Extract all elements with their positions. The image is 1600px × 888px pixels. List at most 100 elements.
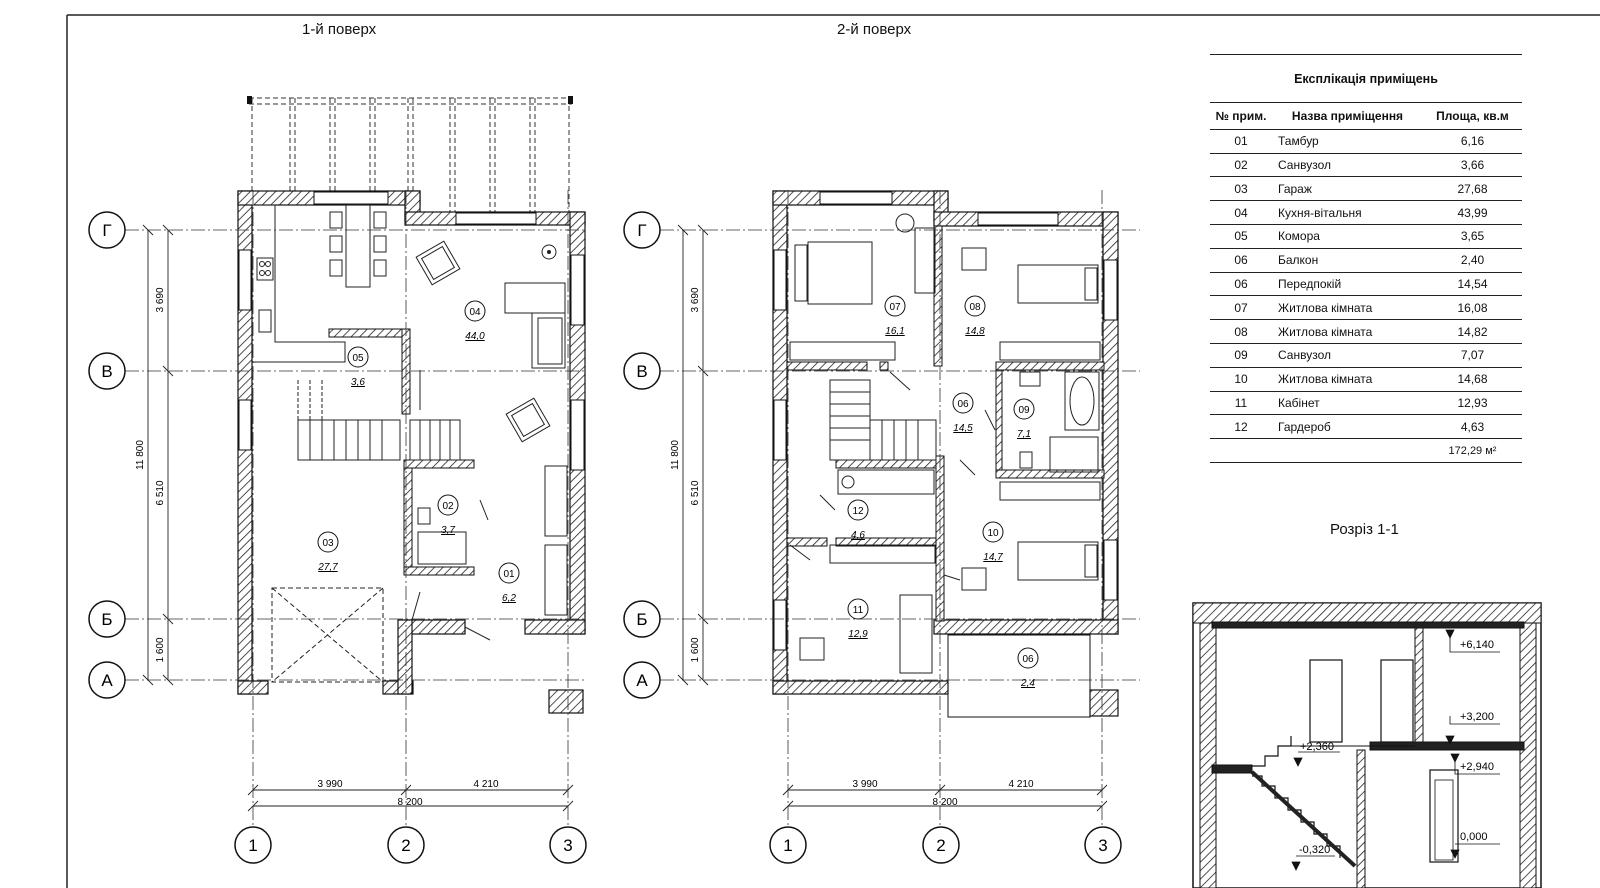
- axis-col-3-circle: [549, 826, 587, 864]
- explication-cell-name: Житлова кімната: [1272, 319, 1423, 344]
- room-number: 05: [352, 353, 364, 364]
- room-area: 12,9: [848, 629, 868, 640]
- room-number: 06: [957, 399, 969, 410]
- axis-col-2-circle: [387, 826, 425, 864]
- room-area: 4,6: [851, 530, 865, 541]
- axis-col-2: 2: [401, 836, 410, 855]
- room-area: 44,0: [465, 331, 485, 342]
- level-mark: +6,140: [1460, 639, 1494, 651]
- room-area: 14,7: [983, 552, 1003, 563]
- room-tag-circle: [964, 295, 986, 317]
- dim-vertical: 1 600: [155, 637, 166, 662]
- room-area: 16,1: [885, 326, 904, 337]
- room-number: 03: [322, 538, 334, 549]
- room-tag-circle: [847, 598, 869, 620]
- room-number: 12: [852, 506, 864, 517]
- explication-total-row: 172,29 м²: [1210, 438, 1522, 463]
- dim-horizontal: 4 210: [473, 779, 498, 790]
- level-mark: +3,200: [1460, 711, 1494, 723]
- axis-col-3: 3: [1098, 836, 1107, 855]
- explication-cell-area: 27,68: [1423, 176, 1522, 202]
- explication-cell-num: 06: [1210, 272, 1272, 297]
- explication-cell-num: 11: [1210, 391, 1272, 416]
- explication-cell-name: Балкон: [1272, 248, 1423, 273]
- explication-cell-area: 14,68: [1423, 367, 1522, 392]
- axis-col-1-circle: [769, 826, 807, 864]
- room-tag-circle: [1017, 647, 1039, 669]
- explication-cell-area: 7,07: [1423, 343, 1522, 368]
- explication-cell-name: Передпокій: [1272, 272, 1423, 297]
- floor1-plan: [125, 96, 586, 826]
- explication-cell-name: Кабінет: [1272, 391, 1423, 416]
- dim-vertical-total: 11 800: [135, 440, 146, 470]
- axis-col-3: 3: [563, 836, 572, 855]
- explication-cell-name: Гардероб: [1272, 414, 1423, 440]
- room-area: 3,7: [441, 525, 455, 536]
- explication-cell-num: 09: [1210, 343, 1272, 368]
- explication-cell-name: Тамбур: [1272, 129, 1423, 154]
- room-number: 11: [853, 605, 864, 616]
- room-tag-circle: [317, 531, 339, 553]
- room-tag-circle: [347, 346, 369, 368]
- section-title: Розріз 1-1: [1330, 521, 1399, 538]
- explication-cell-area: 14,54: [1423, 272, 1522, 297]
- explication-cell-name: Житлова кімната: [1272, 295, 1423, 321]
- explication-title: Експлікація приміщень: [1210, 54, 1522, 103]
- room-area: 7,1: [1017, 429, 1031, 440]
- explication-cell-name: Житлова кімната: [1272, 367, 1423, 392]
- axis-col-1: 1: [248, 836, 257, 855]
- room-number: 04: [469, 307, 481, 318]
- axis-row-3: Б: [101, 610, 112, 629]
- room-tag-circle: [847, 499, 869, 521]
- room-number: 07: [889, 302, 901, 313]
- explication-cell-num: 06: [1210, 248, 1272, 273]
- explication-cell-area: 4,63: [1423, 414, 1522, 440]
- header-name: Назва приміщення: [1272, 102, 1423, 130]
- explication-total: 172,29 м²: [1423, 438, 1522, 463]
- axis-col-1-circle: [234, 826, 272, 864]
- room-area: 2,4: [1020, 678, 1035, 689]
- explication-cell-num: 02: [1210, 153, 1272, 178]
- explication-cell-name: Комора: [1272, 224, 1423, 249]
- level-mark: +2,940: [1460, 761, 1494, 773]
- level-mark: -0,320: [1299, 844, 1330, 856]
- axis-row-2: В: [101, 362, 112, 381]
- explication-cell-area: 6,16: [1423, 129, 1522, 154]
- room-tag-circle: [498, 562, 520, 584]
- room-tag-circle: [1013, 398, 1035, 420]
- room-tag-circle: [884, 295, 906, 317]
- explication-cell-name: Санвузол: [1272, 343, 1423, 368]
- dim-vertical: 3 690: [690, 287, 701, 312]
- room-area: 27,7: [317, 562, 338, 573]
- explication-cell-num: 08: [1210, 319, 1272, 344]
- axis-row-2-circle: [623, 352, 661, 390]
- axis-row-1-circle: [623, 211, 661, 249]
- dim-horizontal: 3 990: [852, 779, 877, 790]
- dim-horizontal-total: 8 200: [932, 797, 957, 808]
- room-number: 08: [969, 302, 981, 313]
- axis-row-2-circle: [88, 352, 126, 390]
- axis-row-4: А: [636, 671, 648, 690]
- dim-vertical-total: 11 800: [670, 440, 681, 470]
- room-number: 01: [503, 569, 515, 580]
- room-tag-circle: [982, 521, 1004, 543]
- explication-cell-area: 12,93: [1423, 391, 1522, 416]
- explication-cell-num: 07: [1210, 295, 1272, 321]
- explication-cell-area: 3,66: [1423, 153, 1522, 178]
- axis-row-1: Г: [102, 221, 111, 240]
- explication-cell-area: 2,40: [1423, 248, 1522, 273]
- explication-cell-name: Гараж: [1272, 176, 1423, 202]
- dim-horizontal: 4 210: [1008, 779, 1033, 790]
- axis-col-1: 1: [783, 836, 792, 855]
- dim-horizontal-total: 8 200: [397, 797, 422, 808]
- header-area: Площа, кв.м: [1423, 102, 1522, 130]
- room-number: 09: [1018, 405, 1030, 416]
